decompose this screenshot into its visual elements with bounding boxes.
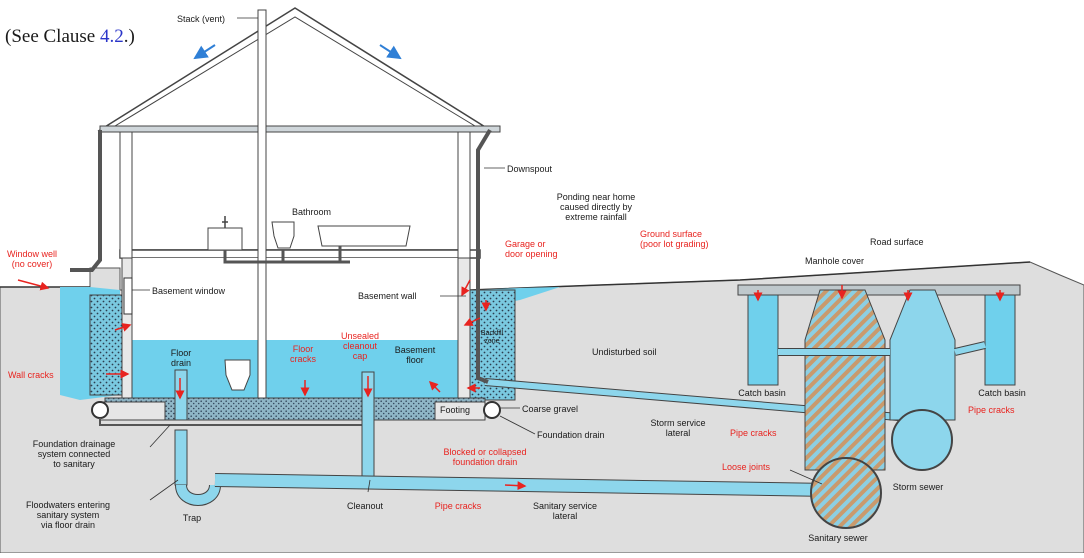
label-floodwaters-1: Floodwaters entering xyxy=(26,500,110,510)
red-label-ground-surface-1: Ground surface xyxy=(640,229,702,239)
red-label-garage-1: Garage or xyxy=(505,239,546,249)
label-storm-lateral-1: Storm service xyxy=(650,418,705,428)
red-label-floor-cracks-1: Floor xyxy=(293,344,314,354)
catch-basin-right xyxy=(984,294,1016,386)
road-surface xyxy=(737,284,1021,296)
label-basement-floor-2: floor xyxy=(406,355,424,365)
sink-faucet-icon xyxy=(222,216,228,228)
wall-right-basement xyxy=(457,257,471,399)
red-label-pipe-cracks-storm: Pipe cracks xyxy=(730,428,777,438)
label-backfill-1: Backfill xyxy=(481,330,504,337)
rain-arrow-right xyxy=(379,44,402,60)
sink-fixture xyxy=(207,227,243,251)
trap-riser xyxy=(174,429,188,486)
label-coarse-gravel: Coarse gravel xyxy=(522,404,578,414)
label-ponding-1: Ponding near home xyxy=(557,192,636,202)
red-label-unsealed-3: cap xyxy=(353,351,368,361)
label-ponding-2: caused directly by xyxy=(560,202,633,212)
hazard-arrows xyxy=(17,279,1005,491)
red-label-pipe-cracks-sanitary: Pipe cracks xyxy=(435,501,482,511)
stack-vent-pipe xyxy=(257,9,267,406)
caption-clause: (See Clause 4.2.) xyxy=(5,26,135,47)
label-foundation-drain: Foundation drain xyxy=(537,430,605,440)
label-sanitary-sewer: Sanitary sewer xyxy=(808,533,868,543)
label-footing: Footing xyxy=(440,405,470,415)
clause-link[interactable]: 4.2 xyxy=(100,26,124,47)
label-backfill-2: zone xyxy=(484,338,499,345)
red-label-window-well-1: Window well xyxy=(7,249,57,259)
label-sanitary-lateral-2: lateral xyxy=(553,511,578,521)
catch-basin-left xyxy=(747,294,779,386)
wall-left-upper xyxy=(119,129,133,259)
label-catch-basin-right: Catch basin xyxy=(978,388,1026,398)
label-storm-sewer: Storm sewer xyxy=(893,482,944,492)
label-cleanout: Cleanout xyxy=(347,501,384,511)
floor-slab-main xyxy=(119,249,481,259)
label-road-surface: Road surface xyxy=(870,237,924,247)
red-label-loose-joints: Loose joints xyxy=(722,462,771,472)
toilet-fixture xyxy=(271,221,295,249)
label-basement-wall: Basement wall xyxy=(358,291,417,301)
foundation-drain-left xyxy=(91,401,109,419)
foundation-drain-line xyxy=(99,418,370,426)
label-storm-lateral-2: lateral xyxy=(666,428,691,438)
label-floor-drain-1: Floor xyxy=(171,348,192,358)
storm-manhole xyxy=(889,289,956,421)
red-label-ground-surface-2: (poor lot grading) xyxy=(640,239,709,249)
basement-toilet xyxy=(224,359,251,391)
red-label-garage-2: door opening xyxy=(505,249,558,259)
floor-drain-pipe xyxy=(174,369,188,421)
downspout-right xyxy=(476,128,492,290)
sanitary-manhole xyxy=(804,289,886,471)
label-trap: Trap xyxy=(183,513,201,523)
red-label-floor-cracks-2: cracks xyxy=(290,354,317,364)
wall-right-upper xyxy=(457,129,471,259)
trap-u-inner xyxy=(176,484,220,505)
label-floor-drain-2: drain xyxy=(171,358,191,368)
label-floodwaters-3: via floor drain xyxy=(41,520,95,530)
footing-left xyxy=(99,401,166,421)
red-label-window-well-2: (no cover) xyxy=(12,259,53,269)
red-label-blocked-1: Blocked or collapsed xyxy=(443,447,526,457)
red-label-blocked-2: foundation drain xyxy=(453,457,518,467)
label-foundation-drainage-2: system connected xyxy=(38,449,111,459)
sanitary-sewer-pipe xyxy=(810,457,882,529)
label-bathroom: Bathroom xyxy=(292,207,331,217)
ceiling-beam xyxy=(99,125,501,133)
red-label-wall-cracks: Wall cracks xyxy=(8,370,54,380)
label-basement-floor-1: Basement xyxy=(395,345,436,355)
label-stack-vent: Stack (vent) xyxy=(177,14,225,24)
basement-interior xyxy=(130,258,460,340)
red-label-unsealed-2: cleanout xyxy=(343,341,378,351)
foundation-drain-right xyxy=(483,401,501,419)
house-upper-floor xyxy=(129,129,461,251)
label-sanitary-lateral-1: Sanitary service xyxy=(533,501,597,511)
leader-lines xyxy=(132,17,823,501)
label-catch-basin-left: Catch basin xyxy=(738,388,786,398)
label-foundation-drainage-3: to sanitary xyxy=(53,459,95,469)
label-ponding-3: extreme rainfall xyxy=(565,212,627,222)
label-manhole-cover: Manhole cover xyxy=(805,256,864,266)
storm-connector-water xyxy=(778,342,986,355)
label-foundation-drainage-1: Foundation drainage xyxy=(33,439,116,449)
downspout-left xyxy=(70,130,102,272)
storm-sewer-pipe xyxy=(891,409,953,471)
label-undisturbed-soil: Undisturbed soil xyxy=(592,347,657,357)
roof-inner xyxy=(114,16,476,127)
bathroom-drain-pipes xyxy=(223,246,350,264)
bathtub-fixture xyxy=(317,225,411,247)
label-floodwaters-2: sanitary system xyxy=(37,510,100,520)
red-label-pipe-cracks-right: Pipe cracks xyxy=(968,405,1015,415)
label-basement-window: Basement window xyxy=(152,286,226,296)
rain-arrow-left xyxy=(193,44,216,60)
basement-window xyxy=(123,277,133,315)
red-label-unsealed-1: Unsealed xyxy=(341,331,379,341)
roof xyxy=(97,7,493,131)
label-downspout: Downspout xyxy=(507,164,553,174)
